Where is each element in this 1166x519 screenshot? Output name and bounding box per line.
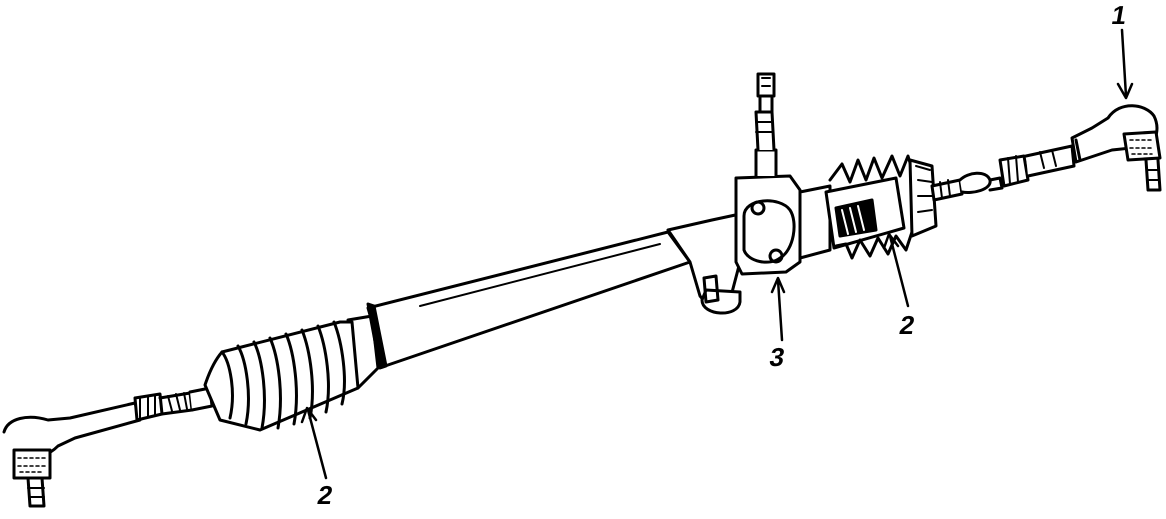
left-boot [203,314,380,432]
callout-leaders [300,28,1134,480]
rack-tube [366,230,692,370]
right-tie-rod-end [1070,104,1162,192]
left-tie-rod [133,386,214,422]
right-boot [798,154,938,260]
steering-gear-housing [666,72,802,315]
right-tie-rod [930,144,1076,202]
left-tie-rod-end [2,401,142,508]
